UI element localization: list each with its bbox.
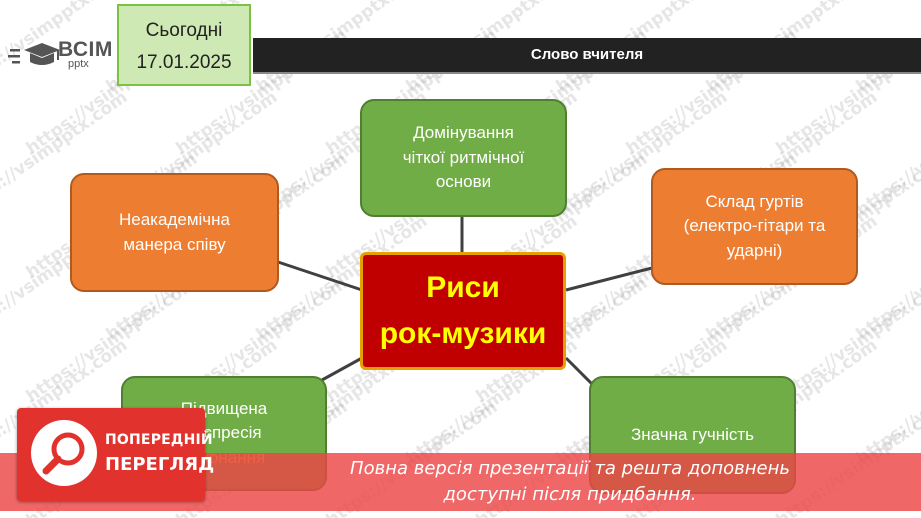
node-center: Риси рок-музики — [360, 252, 566, 370]
node-right: Склад гуртів (електро-гітари та ударні) — [651, 168, 858, 285]
node-left: Неакадемічна манера співу — [70, 173, 279, 292]
date-box: Сьогодні 17.01.2025 — [117, 4, 251, 86]
preview-badge[interactable]: ПОПЕРЕДНІЙ ПЕРЕГЛЯД — [17, 408, 214, 501]
connector-right — [565, 266, 653, 292]
badge-circle — [31, 420, 97, 486]
date-label: Сьогодні — [145, 20, 223, 41]
logo-subtext: pptx — [68, 58, 89, 70]
preview-message-line: Повна версія презентації та решта доповн… — [350, 458, 790, 479]
node-bottom-right-line: Значна гучність — [630, 424, 755, 444]
node-top-line: чіткої ритмічної — [402, 147, 525, 167]
logo-text: ВСІМ — [58, 38, 113, 61]
magnifier-icon — [42, 432, 85, 475]
connector-left — [277, 260, 363, 292]
graduation-cap-icon — [8, 43, 60, 65]
preview-message: Повна версія презентації та решта доповн… — [300, 456, 840, 508]
header-title: Слово вчителя — [530, 46, 644, 63]
node-right-line: ударні) — [726, 240, 783, 260]
header-underline — [253, 72, 921, 74]
node-right-line: Склад гуртів — [705, 191, 804, 211]
node-bottom-left-line: експресія — [186, 423, 262, 443]
node-top-line: основи — [435, 172, 492, 192]
node-center-line: рок-музики — [379, 317, 547, 350]
connector-bottom-left — [321, 356, 363, 382]
node-right-line: (електро-гітари та — [683, 216, 826, 236]
badge-line2: ПЕРЕГЛЯД — [105, 454, 215, 475]
badge-line1: ПОПЕРЕДНІЙ — [105, 432, 213, 448]
node-top: Домінування чіткої ритмічної основи — [360, 99, 567, 217]
node-center-line: Риси — [426, 270, 500, 304]
node-left-line: манера співу — [123, 234, 226, 254]
date-value: 17.01.2025 — [136, 52, 232, 73]
node-left-line: Неакадемічна — [119, 209, 230, 229]
header-bar: Слово вчителя — [253, 38, 921, 72]
node-top-line: Домінування — [413, 123, 514, 143]
preview-message-line: доступні після придбання. — [443, 484, 697, 505]
